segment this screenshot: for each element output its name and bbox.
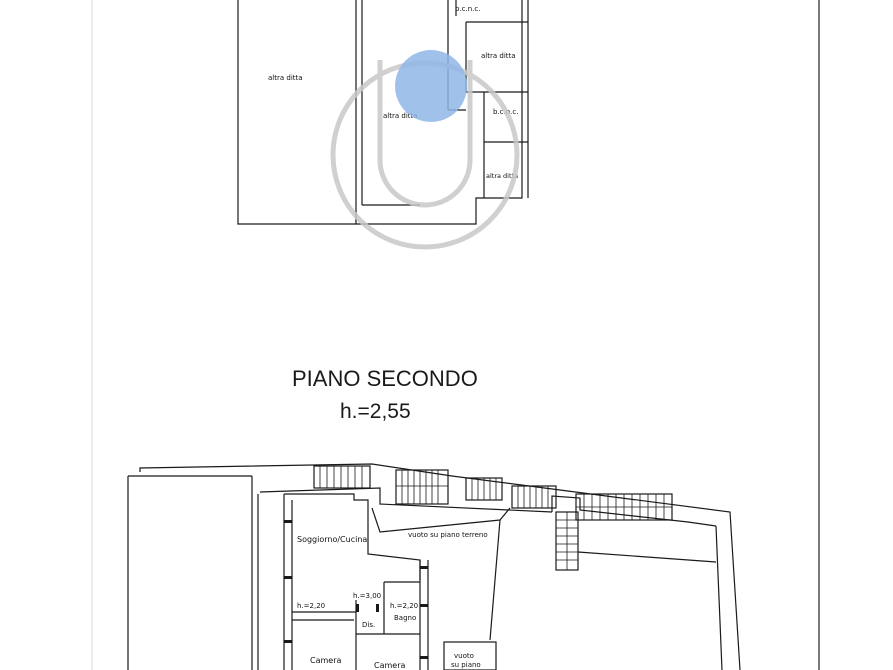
label-bedroom-2: Camera: [374, 661, 405, 670]
upper-plan: [237, 0, 529, 225]
lower-plan: [127, 463, 741, 670]
label-bedroom-1: Camera: [310, 656, 341, 665]
floor-title: PIANO SECONDO: [292, 366, 478, 391]
label-height-hall: h.=3,00: [353, 592, 381, 600]
label-hall: Dis.: [362, 621, 375, 629]
label-bcnc-top: b.c.n.c.: [455, 5, 480, 13]
floor-height: h.=2,55: [340, 400, 411, 423]
location-marker: [395, 50, 467, 122]
label-right-top-unit: altra ditta: [481, 52, 516, 60]
stair-treads: [319, 466, 672, 570]
label-bathroom: Bagno: [394, 614, 416, 622]
label-living-kitchen: Soggiorno/Cucina: [297, 535, 367, 544]
label-void-floor-1: vuoto: [454, 652, 474, 660]
label-right-bottom-unit: altra ditta: [486, 172, 518, 180]
label-left-unit: altra ditta: [268, 74, 303, 82]
label-height-room1: h.=2,20: [297, 602, 325, 610]
window-marks: [284, 520, 428, 659]
label-void-ground: vuoto su piano terreno: [408, 531, 488, 539]
label-height-bath: h.=2,20: [390, 602, 418, 610]
label-void-floor-2: su piano: [451, 661, 481, 669]
label-center-unit: altra ditta: [383, 112, 418, 120]
